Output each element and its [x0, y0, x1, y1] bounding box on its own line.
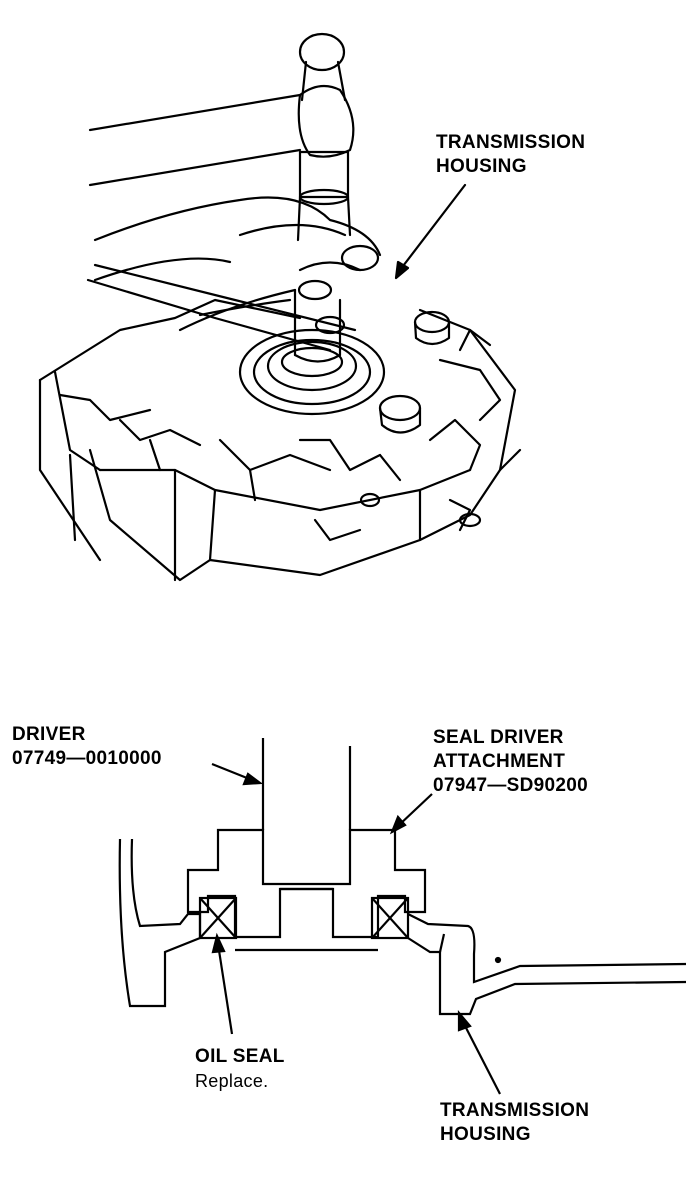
seal-driver-attachment: [186, 828, 427, 939]
top-housing-label: TRANSMISSION HOUSING: [436, 131, 585, 179]
driver-label-line2: 07749—0010000: [12, 748, 162, 769]
oil-seal-left: [198, 896, 238, 940]
cross-section-diagram: [118, 738, 687, 1095]
bottom-housing-label: TRANSMISSION HOUSING: [440, 1099, 589, 1147]
housing-section-right: [407, 913, 687, 984]
oil-seal-label-line1: OIL SEAL: [195, 1046, 285, 1067]
driver-shafts: [261, 738, 352, 830]
oil-seal-label-line2: Replace.: [195, 1071, 269, 1091]
housing-section-right-lower: [407, 937, 687, 1016]
housing-section-left: [118, 838, 202, 1008]
bottom-housing-label-line1: TRANSMISSION: [440, 1100, 590, 1121]
driver-label: DRIVER 07749—0010000: [12, 723, 162, 771]
housing-lip-right: [438, 933, 446, 953]
top-illustration: [38, 32, 522, 582]
housing-drawing: [38, 263, 522, 582]
attachment-arrow: [389, 793, 433, 835]
bottom-housing-label-line2: HOUSING: [440, 1124, 531, 1145]
driver-label-line1: DRIVER: [12, 724, 86, 745]
attachment-label-line2: ATTACHMENT: [433, 751, 566, 772]
oil-seal-arrow: [211, 932, 234, 1035]
oil-seal-right: [370, 896, 410, 940]
hand-and-driver-drawing: [88, 32, 382, 363]
housing-arrow: [394, 183, 467, 280]
top-housing-label-line1: TRANSMISSION: [436, 132, 586, 153]
bottom-housing-arrow: [457, 1009, 501, 1095]
oil-seal-label: OIL SEAL Replace.: [195, 1045, 285, 1093]
driver-arrow: [211, 762, 264, 786]
attachment-label: SEAL DRIVER ATTACHMENT 07947—SD90200: [433, 726, 588, 798]
attachment-label-line1: SEAL DRIVER: [433, 727, 564, 748]
attachment-label-line3: 07947—SD90200: [433, 775, 588, 796]
top-housing-label-line2: HOUSING: [436, 156, 527, 177]
